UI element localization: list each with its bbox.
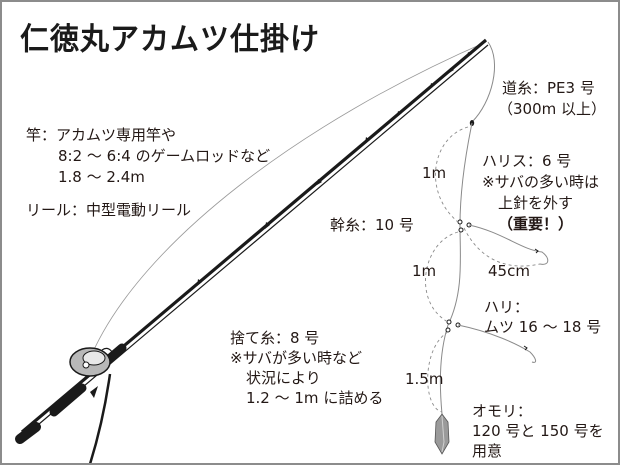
hook-label: ハリ：	[484, 298, 530, 316]
main-line-length: （300m 以上）	[498, 100, 607, 118]
leader-label: ハリス：6 号	[482, 152, 572, 170]
leader-note-2: 上針を外す	[498, 194, 574, 212]
sinker-line-note-3: 1.2 〜 1m に詰める	[246, 389, 384, 407]
leader-note: ※サバの多い時は	[482, 173, 599, 191]
sinker-label: オモリ：	[472, 402, 533, 420]
reel-label: リール：中型電動リール	[26, 201, 192, 219]
sinker	[434, 413, 450, 455]
main-line-label: 道糸：PE3 号	[502, 79, 595, 97]
trunk-line	[439, 122, 473, 415]
hook-size: ムツ 16 〜 18 号	[484, 318, 602, 336]
leader-important: （重要！）	[498, 215, 574, 233]
branch-length: 45cm	[488, 262, 530, 280]
electric-reel	[69, 347, 113, 377]
sinker-line-label: 捨て糸：8 号	[230, 329, 320, 347]
upper-trunk-length: 1m	[422, 164, 447, 182]
rod-length: 1.8 〜 2.4m	[58, 168, 145, 186]
main-line	[91, 41, 487, 355]
main-line-to-rig	[471, 41, 495, 123]
middle-trunk-length: 1m	[412, 262, 437, 280]
sinker-line-note: ※サバが多い時など	[230, 349, 362, 367]
sinker-weights: 120 号と 150 号を	[472, 422, 604, 440]
branch-line-upper	[468, 224, 549, 265]
rod-ratio: 8:2 〜 6:4 のゲームロッドなど	[58, 147, 271, 165]
sinker-note: 用意	[472, 442, 503, 460]
trunk-line-label: 幹糸：10 号	[330, 216, 414, 234]
sinker-line-length: 1.5m	[405, 370, 444, 388]
power-cable	[88, 373, 112, 463]
measurement-arcs	[425, 126, 541, 413]
sinker-line-note-2: 状況により	[246, 369, 321, 387]
rod-guides	[197, 52, 472, 286]
page-title: 仁徳丸アカムツ仕掛け	[20, 21, 321, 57]
branch-line-lower	[457, 324, 537, 363]
rod-label: 竿：アカムツ専用竿や	[26, 126, 177, 144]
